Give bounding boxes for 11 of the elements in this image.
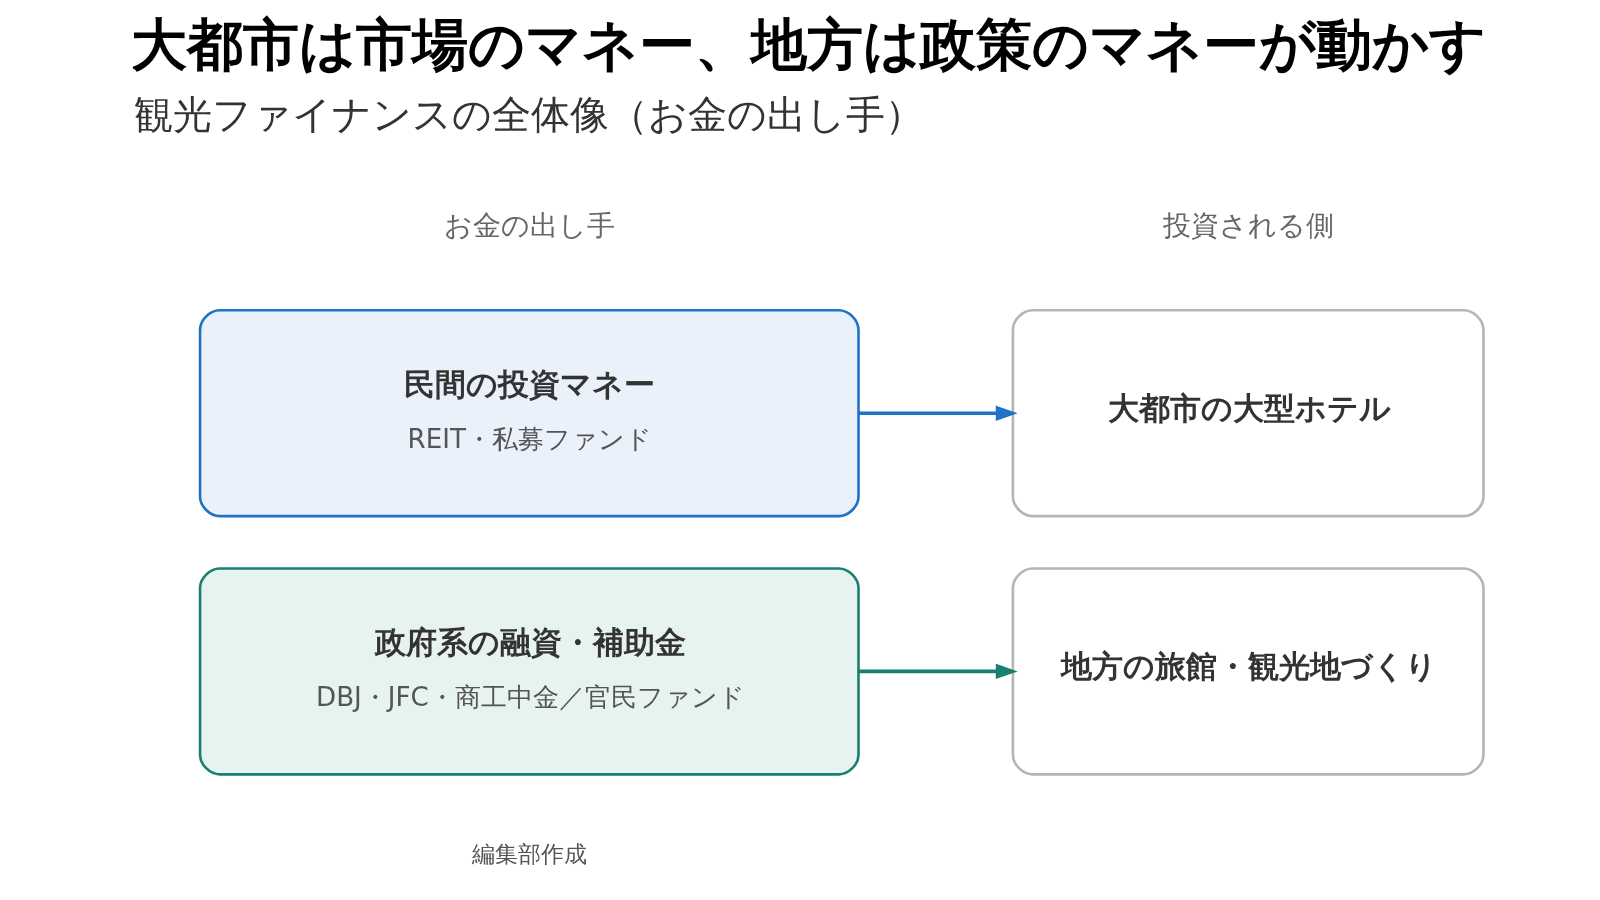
label: 編集部作成 xyxy=(471,841,587,868)
node-box: 民間の投資マネー REIT・私募ファンド xyxy=(198,309,860,518)
node-box: 大都市の大型ホテル xyxy=(1011,309,1485,518)
node-box: 政府系の融資・補助金 DBJ・JFC・商工中金／官民ファンド xyxy=(198,567,860,776)
diagram-title: 大都市は市場のマネー、地方は政策のマネーが動かす xyxy=(130,11,1486,77)
arrow xyxy=(858,405,1018,421)
node-box: 地方の旅館・観光地づくり xyxy=(1011,567,1485,776)
arrow xyxy=(858,663,1018,680)
label: お金の出し手 xyxy=(443,209,615,243)
label: 投資される側 xyxy=(1162,209,1334,243)
label: 観光ファイナンスの全体像（お金の出し手） xyxy=(133,91,924,137)
